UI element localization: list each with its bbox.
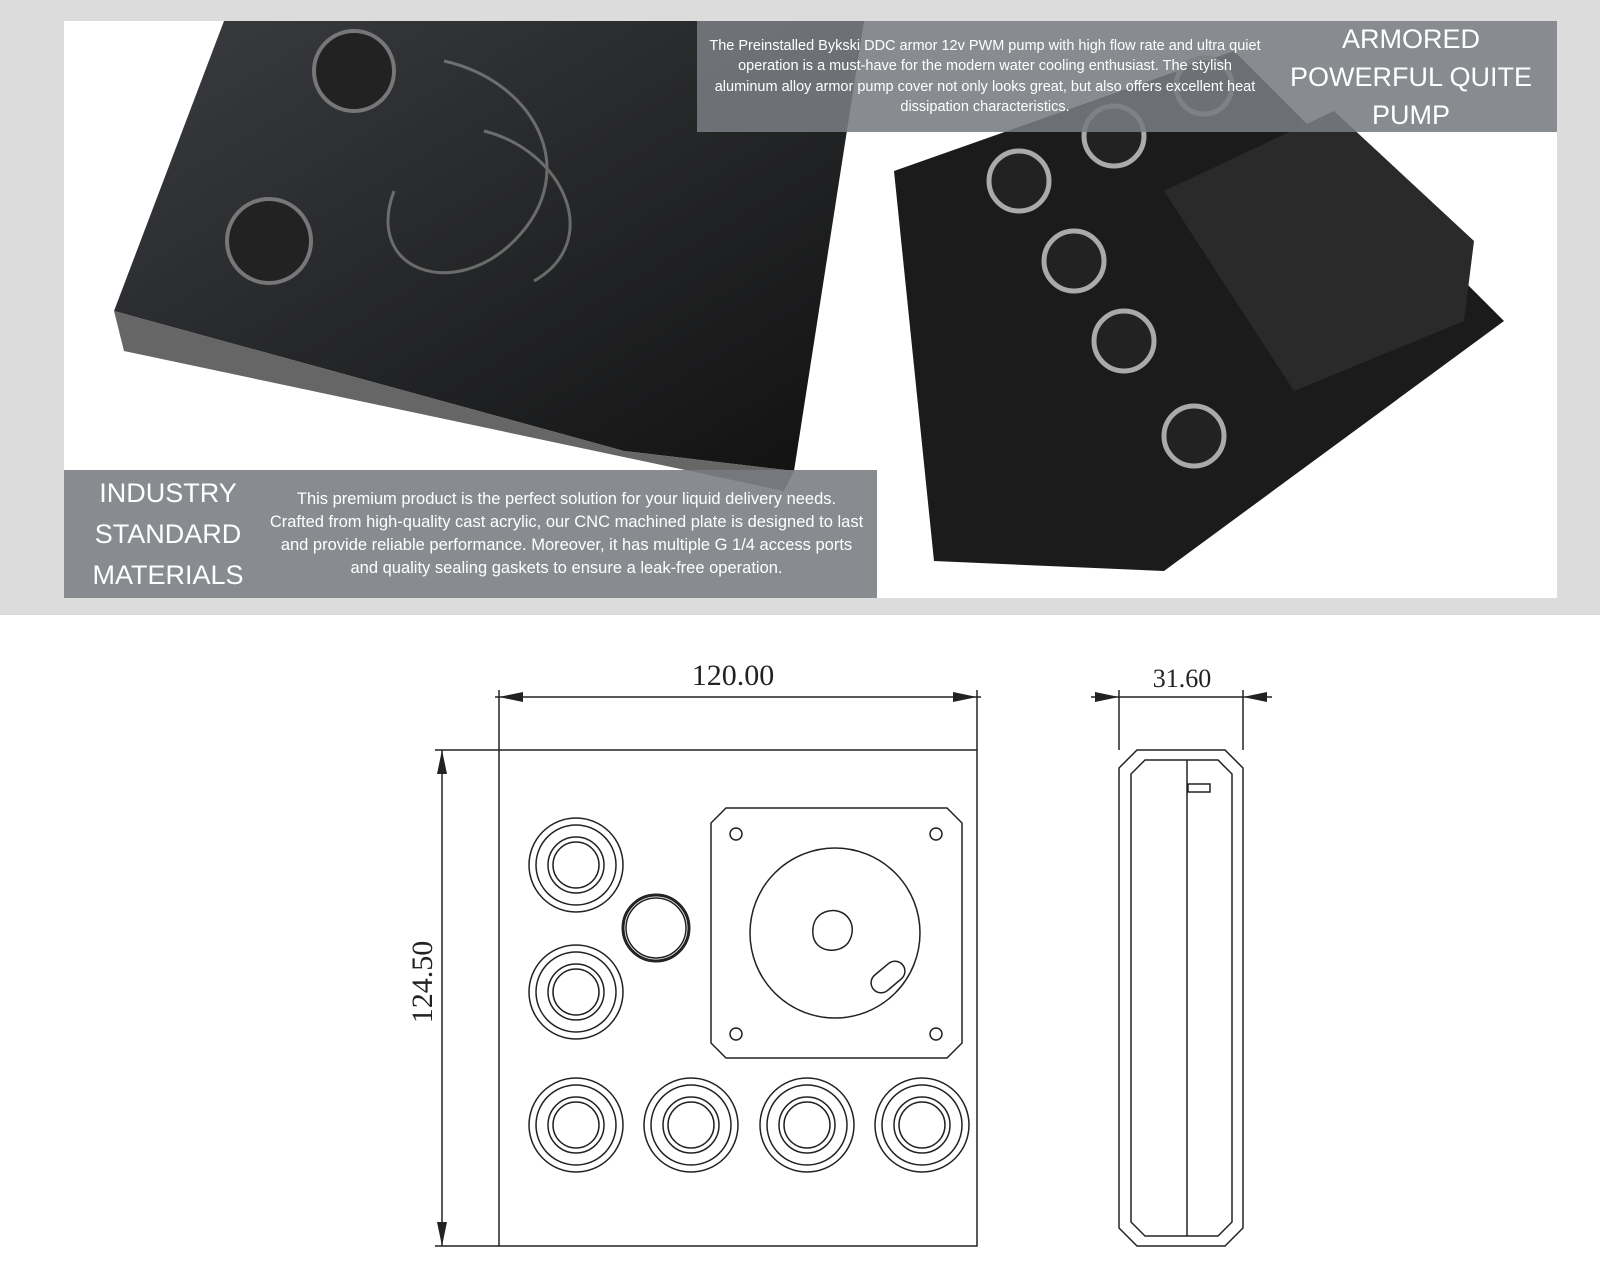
pump-description: The Preinstalled Bykski DDC armor 12v PW… <box>709 37 1261 116</box>
depth-dimension-label: 31.60 <box>1153 664 1212 693</box>
materials-info-panel: INDUSTRY STANDARD MATERIALS This premium… <box>64 470 877 598</box>
pump-info-panel: The Preinstalled Bykski DDC armor 12v PW… <box>697 21 1557 132</box>
product-photo: The Preinstalled Bykski DDC armor 12v PW… <box>64 21 1557 598</box>
materials-heading: INDUSTRY STANDARD MATERIALS <box>92 477 244 590</box>
side-view-outline <box>1118 749 1244 1247</box>
pump-plate <box>710 807 963 1059</box>
width-dimension-label: 120.00 <box>692 659 775 692</box>
pump-heading: ARMORED POWERFUL QUITE PUMP <box>1289 23 1532 130</box>
port-rings <box>528 817 970 1173</box>
front-view-outline <box>498 749 978 1247</box>
product-render-image <box>114 21 1504 571</box>
technical-drawing: 120.00 31.60 124.50 <box>406 659 1272 1247</box>
height-dimension-label: 124.50 <box>406 941 439 1024</box>
materials-description: This premium product is the perfect solu… <box>269 490 864 577</box>
